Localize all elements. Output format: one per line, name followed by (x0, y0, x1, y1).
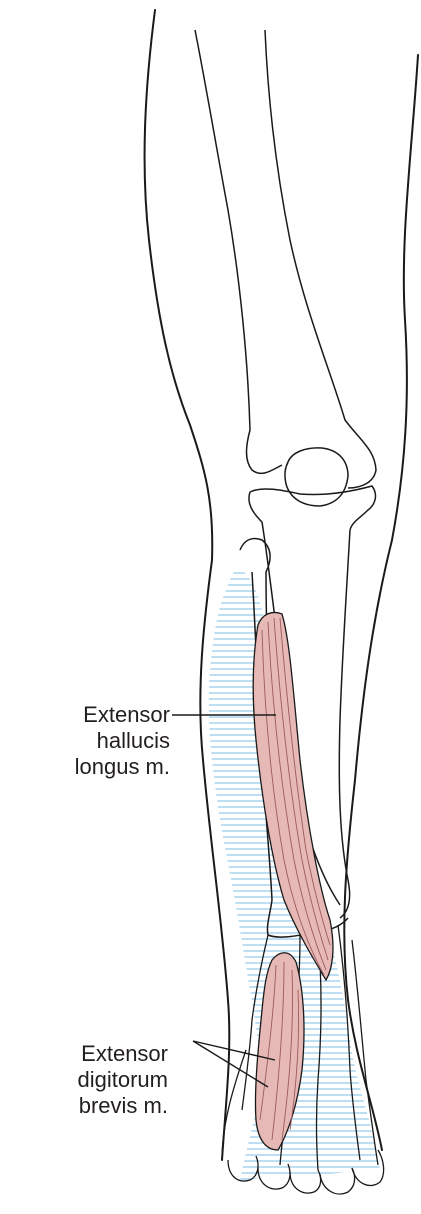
label-line: digitorum (78, 1067, 168, 1093)
patella (285, 448, 348, 506)
label-line: Extensor (75, 702, 170, 728)
label-extensor-digitorum-brevis: Extensor digitorum brevis m. (78, 1041, 168, 1119)
label-line: Extensor (78, 1041, 168, 1067)
label-line: longus m. (75, 754, 170, 780)
label-line: brevis m. (78, 1093, 168, 1119)
label-extensor-hallucis-longus: Extensor hallucis longus m. (75, 702, 170, 780)
label-line: hallucis (75, 728, 170, 754)
